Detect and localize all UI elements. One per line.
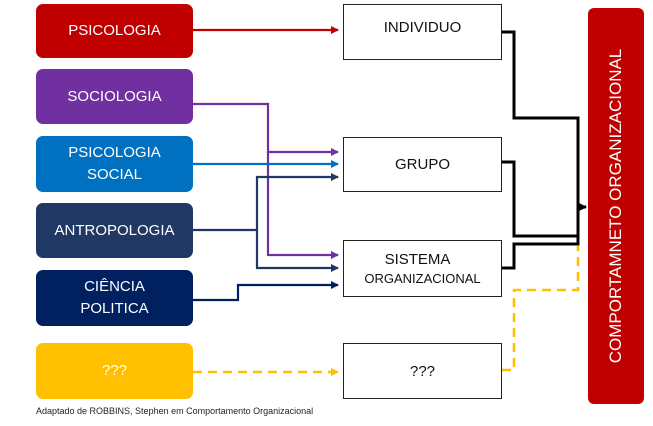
link-sistema-result xyxy=(502,207,580,270)
arrow-sociologia-sistema xyxy=(266,152,339,259)
discipline-label: ??? xyxy=(101,362,128,379)
level-sublabel: ORGANIZACIONAL xyxy=(364,271,481,286)
discipline-label: ANTROPOLOGIA xyxy=(54,221,175,239)
link-grupo-result xyxy=(502,160,578,238)
discipline-label: CIÊNCIA xyxy=(84,278,145,295)
discipline-psicologia-social: PSICOLOGIA SOCIAL xyxy=(36,136,193,192)
source-caption: Adaptado de ROBBINS, Stephen em Comporta… xyxy=(36,406,314,416)
level-sistema-organizacional: SISTEMA ORGANIZACIONAL xyxy=(343,240,502,297)
arrow-sociologia-grupo xyxy=(193,102,339,156)
level-label: ??? xyxy=(409,362,436,380)
arrow-antropologia-grupo xyxy=(193,173,339,232)
link-individuo-result xyxy=(502,30,580,207)
arrow-antropologia-sistema xyxy=(255,230,339,272)
level-grupo: GRUPO xyxy=(343,137,502,192)
discipline-psicologia: PSICOLOGIA xyxy=(36,4,193,58)
discipline-unknown: ??? xyxy=(36,343,193,399)
level-unknown: ??? xyxy=(343,343,502,399)
level-individuo: INDIVIDUO xyxy=(343,4,502,60)
result-comportamento-organizacional: COMPORTAMNETO ORGANIZACIONAL xyxy=(588,8,644,404)
result-label: COMPORTAMNETO ORGANIZACIONAL xyxy=(606,48,625,364)
link-unknown-result xyxy=(502,246,580,372)
discipline-label: SOCIOLOGIA xyxy=(67,87,162,105)
discipline-label: PSICOLOGIA xyxy=(68,144,161,161)
discipline-antropologia: ANTROPOLOGIA xyxy=(36,203,193,258)
level-label: GRUPO xyxy=(394,156,450,173)
discipline-ciencia-politica: CIÊNCIA POLITICA xyxy=(36,270,193,326)
arrow-ciencia-politica-sistema xyxy=(193,281,339,302)
discipline-label: PSICOLOGIA xyxy=(68,22,161,39)
discipline-sociologia: SOCIOLOGIA xyxy=(36,69,193,124)
level-label: SISTEMA xyxy=(384,251,451,268)
discipline-label: POLITICA xyxy=(80,300,149,317)
level-label: INDIVIDUO xyxy=(383,18,462,36)
discipline-label: SOCIAL xyxy=(86,166,143,183)
